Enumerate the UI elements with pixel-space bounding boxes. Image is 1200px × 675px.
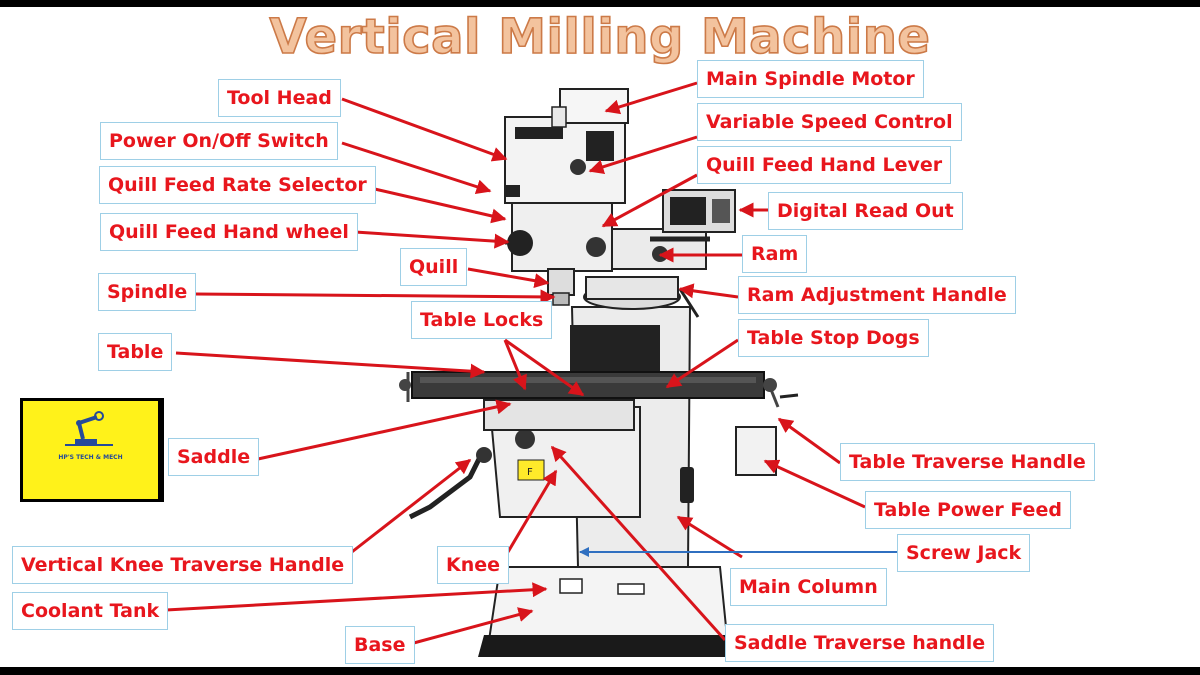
label-power-switch: Power On/Off Switch [100,122,338,160]
arrow-quill-feed-hand-lever [601,173,698,228]
label-saddle: Saddle [168,438,260,476]
arrow-table-power-feed [763,459,866,509]
label-quill: Quill [400,248,468,286]
arrow-main-column [676,515,743,559]
label-ram-adjustment-handle: Ram Adjustment Handle [738,276,1016,314]
arrow-quill [467,267,550,289]
robot-arm-icon [65,411,113,446]
label-screw-jack: Screw Jack [897,534,1031,572]
label-base: Base [345,626,415,664]
arrow-power-switch [341,141,492,194]
label-table-traverse-handle: Table Traverse Handle [840,443,1095,481]
arrow-quill-feed-rate-selector [365,185,507,224]
label-coolant-tank: Coolant Tank [12,592,169,630]
label-table-stop-dogs: Table Stop Dogs [738,319,929,357]
arrow-knee [506,469,558,553]
arrow-vertical-knee-traverse-handle [347,458,472,557]
arrow-tool-head [341,97,508,162]
label-variable-speed-control: Variable Speed Control [697,103,962,141]
label-main-spindle-motor: Main Spindle Motor [697,60,924,98]
arrow-ram-adjustment-handle [678,283,739,299]
callout-arrows [165,81,897,646]
label-spindle: Spindle [98,273,197,311]
label-tool-head: Tool Head [218,79,341,117]
label-quill-feed-rate-selector: Quill Feed Rate Selector [99,166,376,204]
arrow-variable-speed-control [588,135,698,175]
label-quill-feed-hand-lever: Quill Feed Hand Lever [697,146,952,184]
arrow-table-traverse-handle [777,417,841,465]
label-table-power-feed: Table Power Feed [865,491,1071,529]
label-saddle-traverse-handle: Saddle Traverse handle [725,624,995,662]
label-table-locks: Table Locks [411,301,553,339]
arrow-table-stop-dogs [665,338,739,389]
arrow-table-locks-1 [503,339,527,391]
channel-logo: HP'S TECH & MECH [20,398,164,502]
label-digital-read-out: Digital Read Out [768,192,963,230]
arrow-main-spindle-motor [604,81,698,115]
label-main-column: Main Column [730,568,887,606]
diagram-title: Vertical Milling Machine [269,8,931,66]
arrow-saddle [257,399,512,461]
svg-text:F: F [527,467,533,478]
label-table: Table [98,333,173,371]
arrow-table [175,351,486,379]
arrow-base [409,607,534,646]
label-ram: Ram [742,235,808,273]
label-knee: Knee [437,546,510,584]
arrow-coolant-tank [165,582,548,612]
arrow-spindle [194,289,556,305]
diagram-canvas: F [0,7,1200,667]
label-quill-feed-hand-wheel: Quill Feed Hand wheel [100,213,358,251]
arrow-saddle-traverse-handle [550,445,727,642]
logo-text: HP'S TECH & MECH [58,454,123,461]
arrow-table-locks-2 [504,338,585,397]
label-vertical-knee-traverse-handle: Vertical Knee Traverse Handle [12,546,354,584]
arrow-quill-feed-hand-wheel [354,230,510,249]
